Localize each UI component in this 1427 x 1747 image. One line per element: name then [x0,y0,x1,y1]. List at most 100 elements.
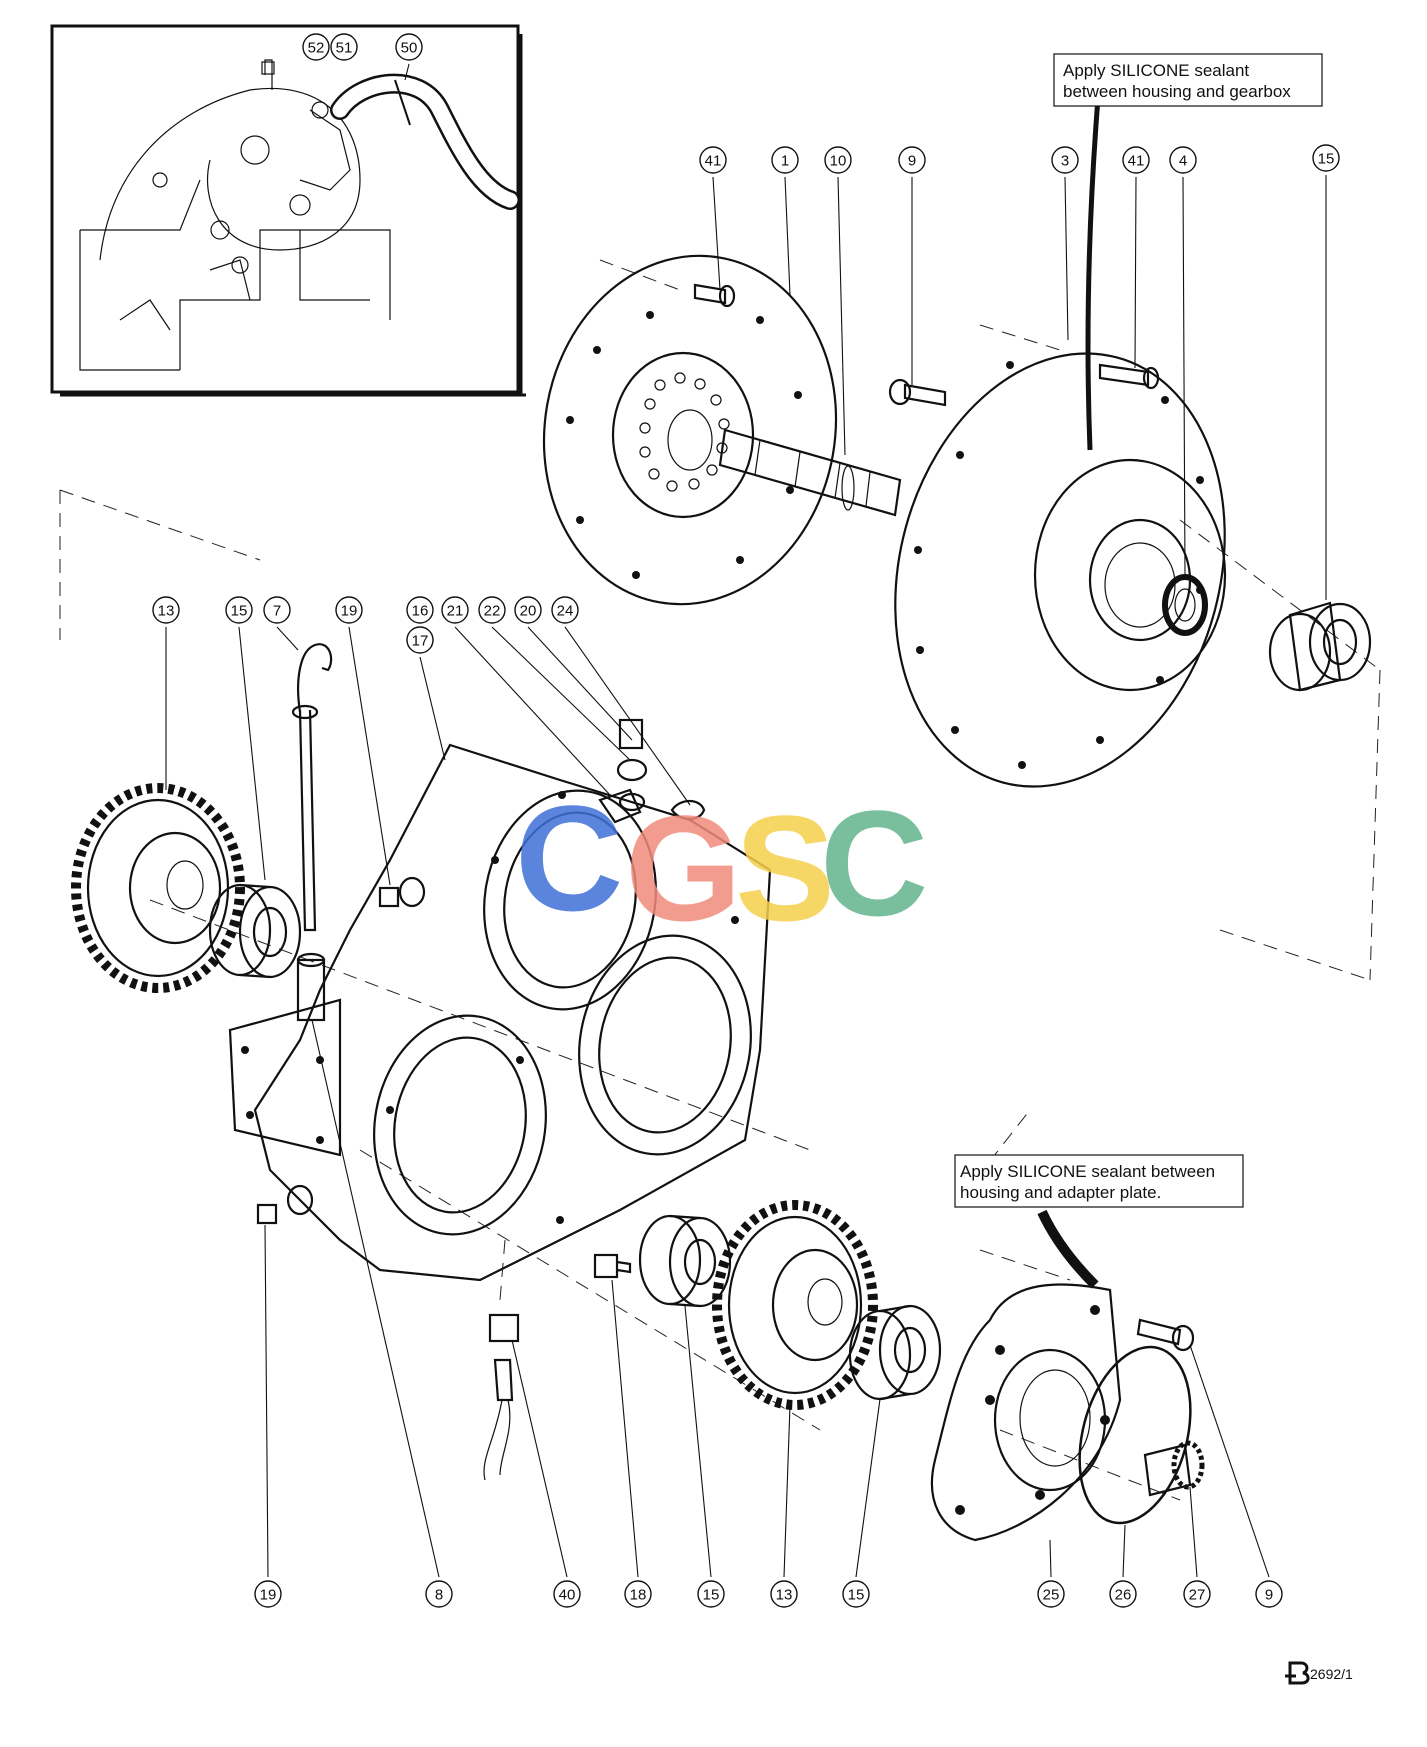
callout-c22: 22 [478,596,506,624]
callout-circle [225,596,253,624]
callout-circle [697,1580,725,1608]
flywheel-plate [542,254,838,606]
callout-circle [441,596,469,624]
sensor-40 [483,1313,520,1481]
callout-circle [406,596,434,624]
callout-c10: 10 [824,146,852,174]
leader-line-c15b [238,626,266,881]
callout-c16: 16 [406,596,434,624]
leader-line-c24 [564,626,691,806]
bearing-top-right [1268,601,1372,692]
callout-label: 16 [412,603,429,620]
callout-circle [1037,1580,1065,1608]
callout-circle [302,33,330,61]
note-bottom-line2: housing and adapter plate. [960,1183,1161,1202]
adapter-housing [894,352,1227,788]
note-top-line1: Apply SILICONE sealant [1063,61,1249,80]
callout-circle [514,596,542,624]
callout-label: 26 [1115,1587,1132,1604]
leader-line-c10 [837,176,846,456]
callout-label: 4 [1179,153,1187,170]
callout-label: 50 [401,40,418,57]
bearing-left [208,883,302,979]
callout-label: 8 [435,1587,443,1604]
callout-circle [395,33,423,61]
callout-circle [263,596,291,624]
callout-circle [553,1580,581,1608]
dipstick [291,643,333,932]
callout-c4: 4 [1169,146,1197,174]
bolt-41-housing [1098,363,1160,390]
callout-label: 9 [908,153,916,170]
callout-label: 41 [1128,153,1145,170]
leader-line-c15d [855,1398,881,1578]
callout-c3: 3 [1051,146,1079,174]
callout-c17: 17 [406,626,434,654]
leader-line-c50 [404,63,410,81]
sealant-pointer-top [1085,97,1101,451]
callout-circle [1255,1580,1283,1608]
leader-line-c17 [419,656,446,761]
watermark-letter: C [515,774,623,942]
callout-label: 18 [630,1587,647,1604]
leader-line-c26 [1122,1524,1126,1578]
leader-line-c8 [311,1019,440,1578]
callout-label: 52 [308,40,325,57]
callout-c13b: 13 [770,1580,798,1608]
callout-circle [406,626,434,654]
bearing-lower-left [638,1214,732,1308]
callout-circle [425,1580,453,1608]
callout-c24: 24 [551,596,579,624]
leader-line-c19a [348,626,391,886]
callout-circle [335,596,363,624]
watermark-letter: S [735,784,835,952]
callout-c41a: 41 [699,146,727,174]
callout-circle [699,146,727,174]
callout-label: 19 [341,603,358,620]
bolt-41-flywheel [693,283,736,308]
plug-19-upper [378,876,426,908]
callout-c20: 20 [514,596,542,624]
callout-label: 27 [1189,1587,1206,1604]
callout-circle [771,146,799,174]
clip-24 [670,799,706,821]
watermark-letter: G [625,784,742,952]
callout-circle [1183,1580,1211,1608]
callout-label: 1 [781,153,789,170]
callout-c13a: 13 [152,596,180,624]
sealant-pointer-bottom [1037,1209,1099,1289]
leader-line-c13b [783,1404,791,1578]
callout-circle [254,1580,282,1608]
callout-c15a: 15 [1312,144,1340,172]
callout-label: 21 [447,603,464,620]
callout-circle [551,596,579,624]
callout-label: 9 [1265,1587,1273,1604]
splined-coupling [1143,1440,1205,1497]
callout-c50: 50 [395,33,423,61]
spline-shaft [718,428,902,517]
callout-c19a: 19 [335,596,363,624]
leader-line-c21 [454,626,611,796]
leader-line-c20 [527,626,633,741]
manufacturer-logo-icon [1285,1661,1310,1685]
callout-c15c: 15 [697,1580,725,1608]
leader-line-c22 [491,626,631,761]
callout-circle [842,1580,870,1608]
callout-c19b: 19 [254,1580,282,1608]
leader-line-c3 [1064,176,1069,341]
callout-c1: 1 [771,146,799,174]
callout-c21: 21 [441,596,469,624]
watermark: C G S C [515,774,928,952]
inset-detail-view [50,24,526,397]
leader-line-c4 [1182,176,1186,576]
reference-code: 2692/1 [1310,1666,1353,1682]
callout-circle [1312,144,1340,172]
leader-line-c1 [784,176,791,296]
callout-circle [1109,1580,1137,1608]
plug-19-lower [256,1184,314,1225]
callout-circle [152,596,180,624]
callout-c18: 18 [624,1580,652,1608]
adapter-plate [930,1283,1122,1542]
callout-label: 17 [412,633,429,650]
